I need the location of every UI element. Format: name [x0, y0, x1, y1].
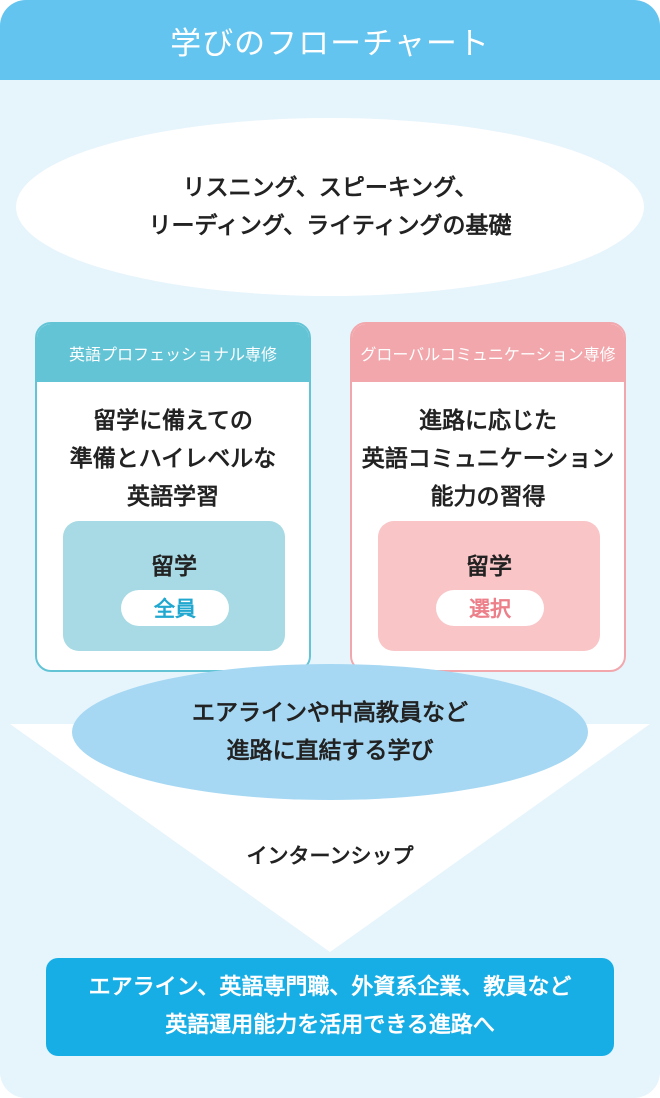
study-abroad-label: 留学	[466, 554, 512, 580]
course-name-english-professional: 英語プロフェッショナル専修	[37, 324, 309, 382]
course-desc-line-2: 英語コミュニケーション	[361, 446, 615, 472]
course-desc-line-2: 準備とハイレベルな	[69, 446, 277, 472]
course-desc-line-3: 英語学習	[127, 484, 219, 510]
internship-label: インターンシップ	[246, 844, 414, 868]
study-abroad-tag-optional: 選択	[436, 590, 544, 626]
study-abroad-tag-all: 全員	[121, 590, 229, 626]
foundation-line-1: リスニング、スピーキング、	[182, 175, 478, 201]
course-name-global-communication: グローバルコミュニケーション専修	[352, 324, 624, 382]
flowchart-header: 学びのフローチャート	[0, 0, 660, 80]
career-line-1: エアライン、英語専門職、外資系企業、教員など	[88, 975, 572, 1000]
course-box-global-communication: グローバルコミュニケーション専修 進路に応じた 英語コミュニケーション 能力の習…	[350, 322, 626, 672]
course-box-english-professional: 英語プロフェッショナル専修 留学に備えての 準備とハイレベルな 英語学習 留学 …	[35, 322, 311, 672]
study-abroad-card-optional: 留学 選択	[378, 521, 600, 651]
foundation-line-2: リーディング、ライティングの基礎	[148, 213, 512, 239]
flowchart-title: 学びのフローチャート	[170, 25, 490, 62]
career-learning-ellipse: エアラインや中高教員など 進路に直結する学び	[72, 664, 588, 800]
study-abroad-label: 留学	[151, 554, 197, 580]
course-desc-line-1: 進路に応じた	[419, 408, 557, 434]
career-learning-line-2: 進路に直結する学び	[226, 738, 434, 764]
career-line-2: 英語運用能力を活用できる進路へ	[165, 1013, 495, 1038]
course-desc-line-3: 能力の習得	[430, 484, 546, 510]
foundation-ellipse: リスニング、スピーキング、 リーディング、ライティングの基礎	[16, 118, 644, 296]
course-desc-line-1: 留学に備えての	[93, 408, 253, 434]
career-destination-box: エアライン、英語専門職、外資系企業、教員など 英語運用能力を活用できる進路へ	[46, 958, 614, 1056]
course-description-english-professional: 留学に備えての 準備とハイレベルな 英語学習	[37, 402, 309, 516]
career-learning-line-1: エアラインや中高教員など	[192, 700, 468, 726]
course-description-global-communication: 進路に応じた 英語コミュニケーション 能力の習得	[352, 402, 624, 516]
study-abroad-card-all: 留学 全員	[63, 521, 285, 651]
